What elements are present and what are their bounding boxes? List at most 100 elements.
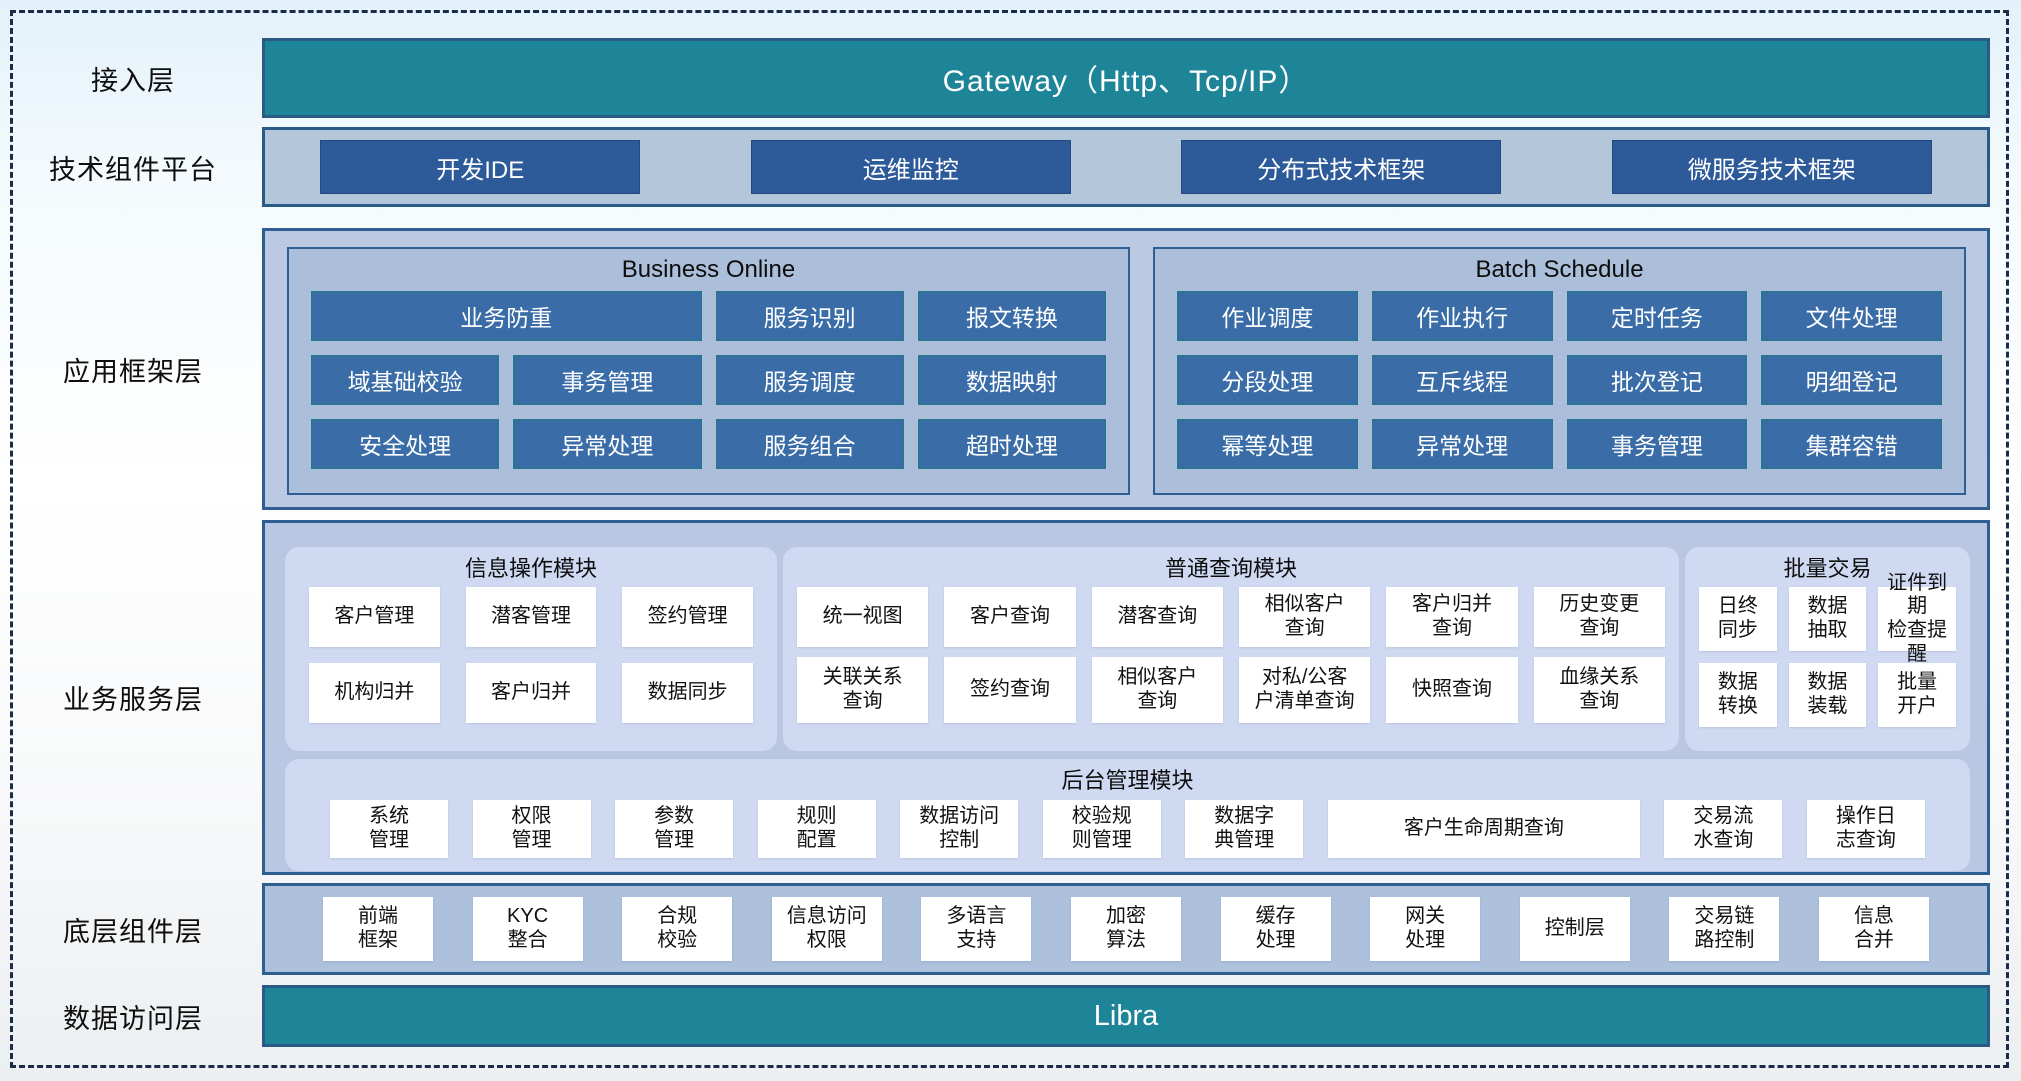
component-cell: 交易链 路控制 [1669,897,1780,961]
module-cell: 批量 开户 [1878,663,1956,727]
component-cell: 控制层 [1519,897,1630,961]
framework-cell: 数据映射 [917,355,1106,405]
normal-query-module: 普通查询模块 统一视图 客户查询 潜客查询 相似客户 查询 客户归并 查询 历史… [783,547,1679,751]
component-cell: 缓存 处理 [1220,897,1331,961]
app-framework-layer: Business Online 业务防重 服务识别 报文转换 域基础校验 事务管… [262,228,1990,510]
module-cell: 相似客户 查询 [1238,587,1371,647]
framework-cell: 域基础校验 [311,355,500,405]
info-module-title: 信息操作模块 [464,556,597,581]
admin-module: 后台管理模块 系统 管理 权限 管理 参数 管理 规则 配置 数据访问 控制 校… [285,759,1970,871]
info-module-grid: 客户管理 潜客管理 签约管理 机构归并 客户归并 数据同步 [285,587,777,723]
module-cell: 校验规 则管理 [1042,800,1161,858]
batch-schedule-grid: 作业调度 作业执行 定时任务 文件处理 分段处理 互斥线程 批次登记 明细登记 … [1155,291,1964,469]
component-cell: 加密 算法 [1070,897,1181,961]
business-online-title: Business Online [621,256,796,283]
info-operation-module: 信息操作模块 客户管理 潜客管理 签约管理 机构归并 客户归并 数据同步 [285,547,777,751]
layer-label-framework: 应用框架层 [63,356,203,387]
module-cell: 日终 同步 [1699,587,1777,651]
component-cell: 多语言 支持 [921,897,1032,961]
layer-label-access: 接入层 [91,65,175,96]
business-online-grid: 业务防重 服务识别 报文转换 域基础校验 事务管理 服务调度 数据映射 安全处理… [289,291,1128,469]
module-cell: 统一视图 [797,587,929,647]
framework-cell: 幂等处理 [1177,419,1358,469]
query-module-grid: 统一视图 客户查询 潜客查询 相似客户 查询 客户归并 查询 历史变更 查询 关… [783,587,1679,723]
module-cell: 证件到期 检查提醒 [1878,572,1956,665]
module-cell: 数据同步 [622,663,753,723]
module-cell: 历史变更 查询 [1533,587,1665,647]
framework-cell: 业务防重 [311,291,702,341]
component-cell: KYC 整合 [472,897,583,961]
module-cell: 关联关系 查询 [797,657,929,723]
query-module-title: 普通查询模块 [1164,556,1297,581]
framework-cell: 批次登记 [1566,355,1748,405]
admin-module-row: 系统 管理 权限 管理 参数 管理 规则 配置 数据访问 控制 校验规 则管理 … [285,799,1970,871]
framework-cell: 报文转换 [917,291,1106,341]
module-cell: 系统 管理 [330,800,448,858]
admin-module-title: 后台管理模块 [1061,768,1194,793]
tech-item-distributed: 分布式技术框架 [1181,140,1502,194]
framework-cell: 事务管理 [513,355,702,405]
module-cell: 潜客管理 [465,587,597,647]
framework-cell: 异常处理 [1371,419,1553,469]
framework-cell: 作业执行 [1371,291,1553,341]
framework-cell: 明细登记 [1761,355,1942,405]
module-cell: 数据 抽取 [1788,587,1867,651]
batch-trade-title: 批量交易 [1783,556,1872,581]
framework-cell: 定时任务 [1566,291,1748,341]
module-cell: 客户生命周期查询 [1327,800,1640,858]
tech-platform-row: 开发IDE 运维监控 分布式技术框架 微服务技术框架 [262,127,1990,207]
module-cell: 签约查询 [944,657,1076,723]
batch-schedule-title: Batch Schedule [1475,256,1644,283]
tech-item-ops-monitor: 运维监控 [750,140,1071,194]
layer-label-tech: 技术组件平台 [49,154,217,185]
tech-item-ide: 开发IDE [320,140,641,194]
module-cell: 规则 配置 [757,800,876,858]
business-service-layer: 信息操作模块 客户管理 潜客管理 签约管理 机构归并 客户归并 数据同步 普通查… [262,520,1990,875]
framework-cell: 超时处理 [917,419,1106,469]
framework-cell: 文件处理 [1761,291,1942,341]
module-cell: 数据 装载 [1788,663,1867,727]
framework-cell: 互斥线程 [1371,355,1553,405]
tech-item-microservice: 微服务技术框架 [1611,140,1932,194]
framework-cell: 集群容错 [1761,419,1942,469]
gateway-bar: Gateway（Http、Tcp/IP） [262,38,1990,118]
framework-cell: 安全处理 [311,419,500,469]
component-cell: 信息 合并 [1818,897,1929,961]
module-cell: 数据字 典管理 [1185,800,1304,858]
framework-cell: 服务调度 [715,355,904,405]
module-cell: 客户归并 [465,663,597,723]
module-cell: 交易流 水查询 [1664,800,1783,858]
libra-title: Libra [1093,999,1159,1032]
module-cell: 机构归并 [309,663,440,723]
module-cell: 客户管理 [309,587,440,647]
layer-label-base: 底层组件层 [63,916,203,947]
framework-cell: 服务识别 [715,291,904,341]
layer-label-data: 数据访问层 [63,1003,203,1034]
gateway-title: Gateway（Http、Tcp/IP） [942,65,1310,98]
module-cell: 潜客查询 [1091,587,1223,647]
module-cell: 操作日 志查询 [1806,800,1925,858]
batch-trade-module: 批量交易 日终 同步 数据 抽取 证件到期 检查提醒 数据 转换 数据 装载 批… [1685,547,1970,751]
module-cell: 客户查询 [944,587,1076,647]
module-cell: 相似客户 查询 [1091,657,1223,723]
layer-label-service: 业务服务层 [63,685,203,715]
module-cell: 数据访问 控制 [900,800,1019,858]
component-cell: 信息访问 权限 [771,897,882,961]
framework-cell: 服务组合 [715,419,904,469]
component-cell: 合规 校验 [622,897,733,961]
framework-cell: 事务管理 [1566,419,1748,469]
libra-bar: Libra [262,985,1990,1047]
component-cell: 前端 框架 [323,897,433,961]
batch-schedule-panel: Batch Schedule 作业调度 作业执行 定时任务 文件处理 分段处理 … [1153,247,1966,495]
base-components-layer: 前端 框架 KYC 整合 合规 校验 信息访问 权限 多语言 支持 加密 算法 … [262,883,1990,975]
component-cell: 网关 处理 [1370,897,1481,961]
module-cell: 权限 管理 [472,800,591,858]
module-cell: 签约管理 [622,587,753,647]
framework-cell: 分段处理 [1177,355,1358,405]
module-cell: 参数 管理 [615,800,734,858]
module-cell: 快照查询 [1386,657,1518,723]
module-cell: 客户归并 查询 [1386,587,1518,647]
module-cell: 血缘关系 查询 [1533,657,1665,723]
framework-cell: 作业调度 [1177,291,1358,341]
